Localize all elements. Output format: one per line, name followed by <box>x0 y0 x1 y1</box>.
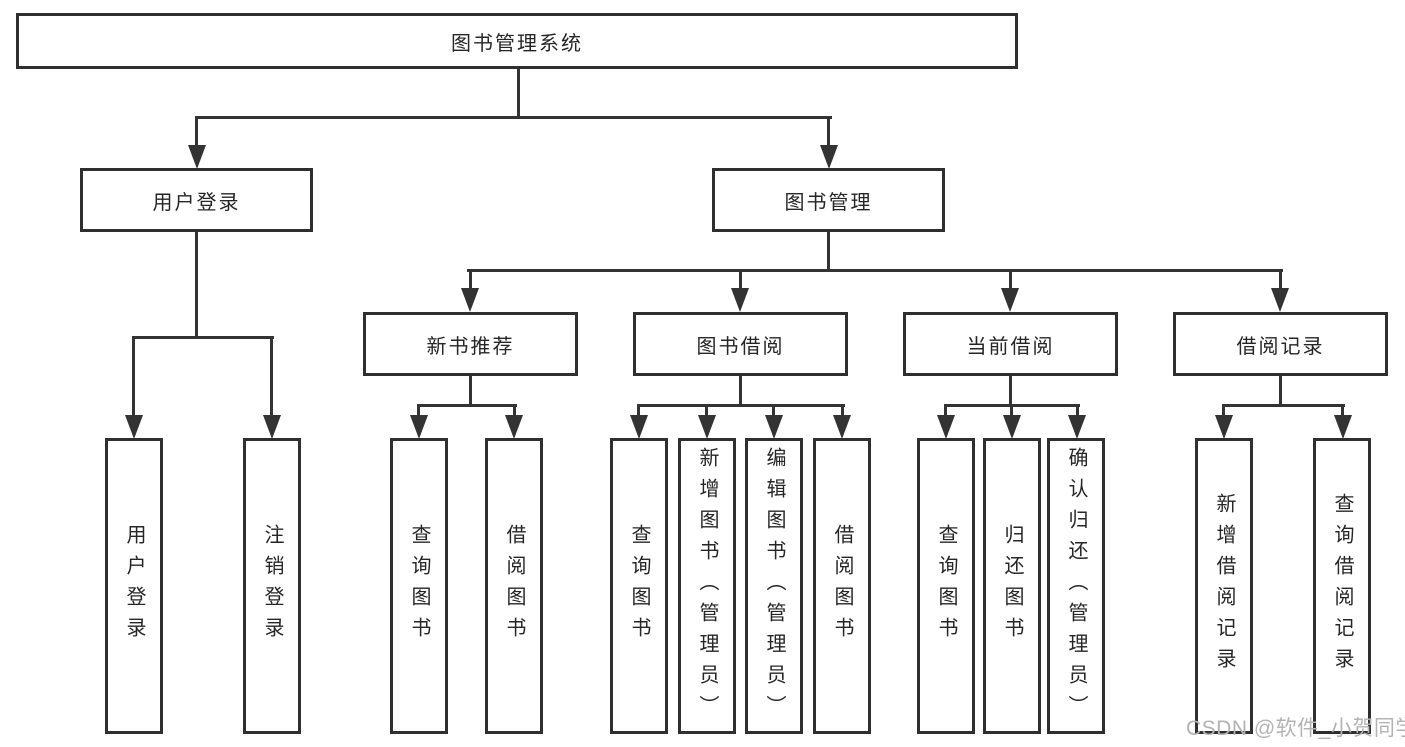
arrowhead-down-icon <box>833 415 851 439</box>
connector-line <box>417 407 420 419</box>
arrowhead-down-icon <box>125 415 143 439</box>
node-current-borrowing: 当前借阅 <box>903 312 1118 376</box>
node-label: 当前借阅 <box>966 335 1055 358</box>
csdn-watermark: CSDN @软件_小贺同学 <box>1186 717 1405 740</box>
node-label: 归还图书 <box>1001 524 1023 648</box>
connector-line <box>469 272 472 290</box>
connector-line <box>1076 407 1079 419</box>
connector-line <box>944 407 947 419</box>
connector-line <box>467 269 1283 272</box>
connector-line <box>195 116 832 119</box>
node-label: 借阅图书 <box>831 524 853 648</box>
connector-line <box>195 232 198 339</box>
node-book-borrowing: 图书借阅 <box>633 312 848 376</box>
node-label: 查询借阅记录 <box>1331 493 1353 679</box>
connector-line <box>1279 376 1282 407</box>
leaf-recommend-query-book: 查询图书 <box>390 438 448 734</box>
arrowhead-down-icon <box>630 415 648 439</box>
node-label: 新书推荐 <box>426 335 515 358</box>
node-label: 查询图书 <box>935 524 957 648</box>
connector-line <box>1009 272 1012 290</box>
arrowhead-down-icon <box>937 415 955 439</box>
connector-line <box>1009 376 1012 407</box>
node-borrowing-records: 借阅记录 <box>1173 312 1388 376</box>
connector-line <box>637 404 845 407</box>
node-label: 图书借阅 <box>696 335 785 358</box>
leaf-edit-book-admin: 编辑图书（管理员） <box>745 438 803 734</box>
node-label: 图书管理系统 <box>451 32 583 55</box>
leaf-borrowing-borrow-book: 借阅图书 <box>813 438 871 734</box>
arrowhead-down-icon <box>1334 415 1352 439</box>
connector-line <box>1341 407 1344 419</box>
node-label: 新增图书（管理员） <box>696 446 718 726</box>
arrowhead-down-icon <box>461 288 479 312</box>
connector-line <box>944 404 1080 407</box>
node-label: 确认归还（管理员） <box>1065 446 1087 726</box>
arrowhead-down-icon <box>1001 288 1019 312</box>
connector-line <box>739 376 742 407</box>
node-label: 注销登录 <box>261 524 283 648</box>
connector-line <box>1222 404 1345 407</box>
leaf-logout: 注销登录 <box>243 438 301 734</box>
leaf-add-borrow-record: 新增借阅记录 <box>1195 438 1253 734</box>
node-label: 编辑图书（管理员） <box>763 446 785 726</box>
arrowhead-down-icon <box>1068 415 1086 439</box>
connector-line <box>827 119 830 147</box>
leaf-borrowing-query-book: 查询图书 <box>610 438 668 734</box>
connector-line <box>637 407 640 419</box>
arrowhead-down-icon <box>1003 415 1021 439</box>
leaf-add-book-admin: 新增图书（管理员） <box>678 438 736 734</box>
connector-line <box>827 232 830 272</box>
node-label: 借阅记录 <box>1236 335 1325 358</box>
connector-line <box>513 407 516 419</box>
leaf-recommend-borrow-book: 借阅图书 <box>485 438 543 734</box>
arrowhead-down-icon <box>820 145 838 169</box>
node-label: 新增借阅记录 <box>1213 493 1235 679</box>
connector-line <box>132 336 274 339</box>
leaf-user-login: 用户登录 <box>105 438 163 734</box>
connector-line <box>469 376 472 407</box>
node-label: 用户登录 <box>152 191 241 214</box>
node-label: 查询图书 <box>408 524 430 648</box>
connector-line <box>739 272 742 290</box>
connector-line <box>195 119 198 147</box>
connector-line <box>1222 407 1225 419</box>
node-label: 图书管理 <box>784 191 873 214</box>
leaf-return-book: 归还图书 <box>983 438 1041 734</box>
arrowhead-down-icon <box>731 288 749 312</box>
connector-line <box>841 407 844 419</box>
connector-line <box>1279 272 1282 290</box>
node-label: 查询图书 <box>628 524 650 648</box>
arrowhead-down-icon <box>765 415 783 439</box>
connector-line <box>1010 407 1013 419</box>
arrowhead-down-icon <box>410 415 428 439</box>
connector-line <box>772 407 775 419</box>
connector-line <box>417 404 517 407</box>
connector-line <box>705 407 708 419</box>
connector-line <box>132 339 135 417</box>
node-label: 用户登录 <box>123 524 145 648</box>
node-new-book-recommend: 新书推荐 <box>363 312 578 376</box>
arrowhead-down-icon <box>1215 415 1233 439</box>
leaf-confirm-return-admin: 确认归还（管理员） <box>1047 438 1105 734</box>
node-book-management: 图书管理 <box>712 168 945 232</box>
connector-line <box>517 69 520 119</box>
arrowhead-down-icon <box>263 415 281 439</box>
leaf-current-query-book: 查询图书 <box>917 438 975 734</box>
node-label: 借阅图书 <box>503 524 525 648</box>
arrowhead-down-icon <box>188 145 206 169</box>
arrowhead-down-icon <box>505 415 523 439</box>
connector-line <box>270 339 273 417</box>
node-user-login: 用户登录 <box>80 168 313 232</box>
leaf-query-borrow-record: 查询借阅记录 <box>1313 438 1371 734</box>
arrowhead-down-icon <box>698 415 716 439</box>
node-library-management-system: 图书管理系统 <box>16 13 1018 69</box>
arrowhead-down-icon <box>1271 288 1289 312</box>
